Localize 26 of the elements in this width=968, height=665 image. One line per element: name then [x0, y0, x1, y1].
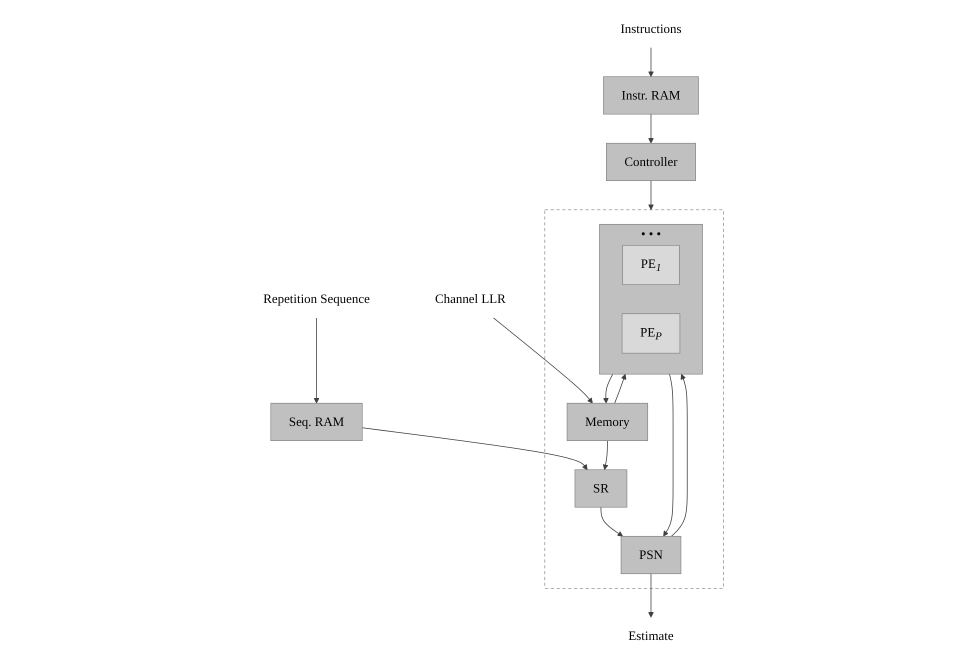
arrow	[648, 573, 654, 618]
arrow	[614, 374, 626, 404]
node-box: PE$_{1}$	[622, 244, 680, 286]
arrow	[670, 374, 688, 537]
arrow	[602, 374, 613, 404]
arrow	[600, 506, 623, 537]
cluster	[544, 209, 724, 589]
node-text: Repetition Sequence	[262, 292, 370, 306]
arrow	[648, 180, 654, 210]
arrow	[362, 427, 588, 470]
node-box: PSN	[620, 536, 681, 574]
node-box: Memory	[566, 402, 648, 441]
arrow	[648, 47, 654, 77]
node-text: Channel LLR	[434, 292, 506, 306]
arrow	[492, 318, 592, 404]
node-box: SR	[574, 469, 627, 508]
node-box: Seq. RAM	[270, 402, 362, 441]
node-box: PE$_{P}$	[621, 313, 680, 354]
arrow	[313, 318, 320, 404]
node-text: Estimate	[628, 628, 674, 644]
node-box: Instr. RAM	[602, 76, 698, 114]
arrow	[648, 114, 654, 144]
arrow	[662, 374, 674, 537]
arrow	[602, 440, 608, 470]
node-text: Instructions	[620, 22, 682, 36]
node-box: Controller	[606, 142, 696, 182]
